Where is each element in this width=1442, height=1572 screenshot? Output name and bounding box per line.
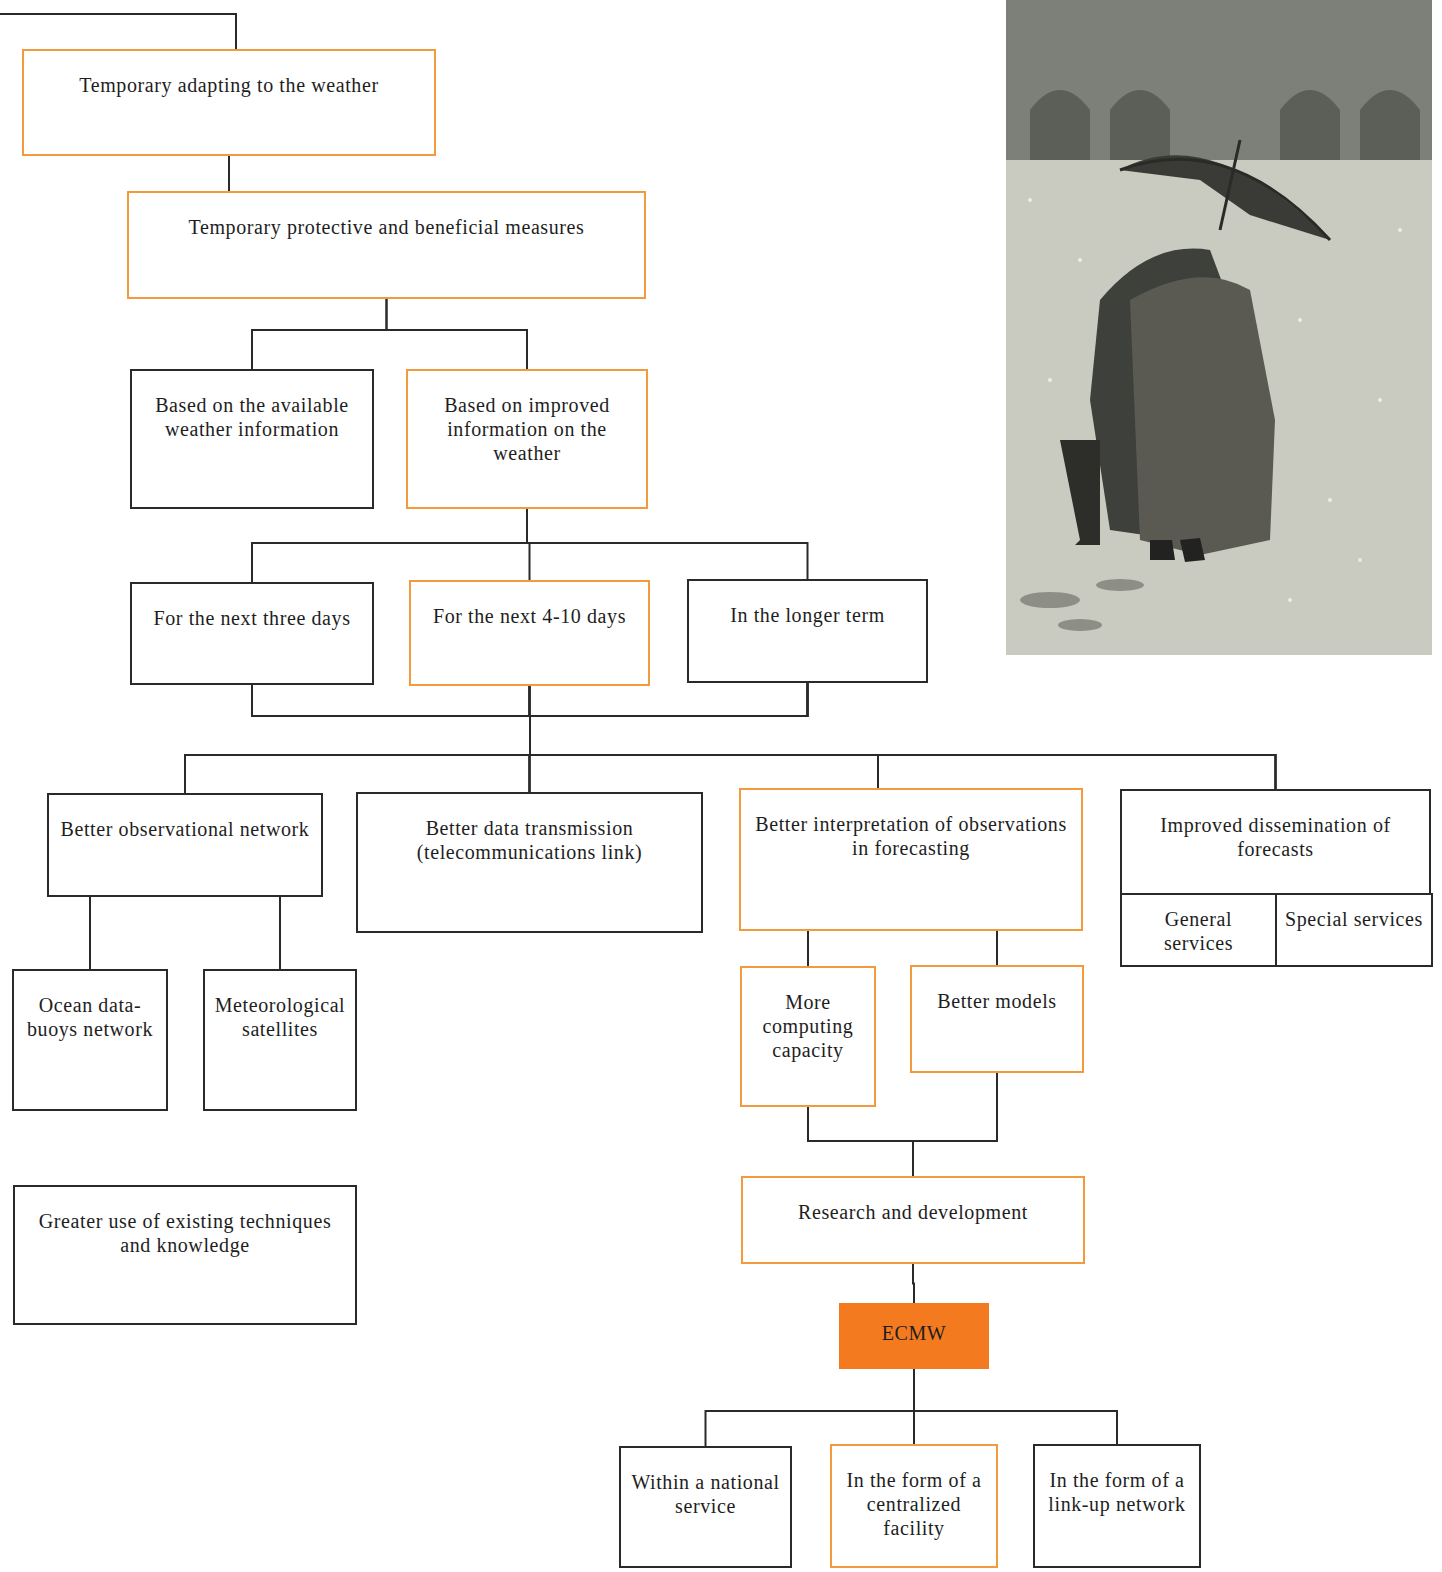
highlight-box: Better models — [910, 965, 1084, 1073]
process-box: Improved dissemination of forecastsGener… — [1120, 789, 1431, 965]
box-text: Better interpretation of observations in… — [749, 812, 1073, 860]
connector-line — [252, 685, 530, 792]
box-text: For the next 4-10 days — [419, 604, 640, 628]
box-text: Meteorological satellites — [213, 993, 347, 1041]
connector-line — [89, 897, 91, 969]
process-box: Ocean data-buoys network — [12, 969, 168, 1111]
connector-line — [807, 931, 809, 966]
box-text: In the form of a link-up network — [1043, 1468, 1191, 1516]
connector-line — [530, 686, 1276, 789]
process-box: Meteorological satellites — [203, 969, 357, 1111]
connector-line — [228, 156, 230, 191]
connector-line — [530, 683, 878, 788]
process-box: Better observational network — [47, 793, 323, 897]
box-text: For the next three days — [140, 606, 364, 630]
box-text: Better models — [920, 989, 1074, 1013]
connector-line — [914, 1369, 1117, 1444]
connector-line — [387, 299, 528, 369]
highlight-box: For the next 4-10 days — [409, 580, 650, 686]
box-text: Greater use of existing techniques and k… — [23, 1209, 347, 1257]
center-box: ECMW — [839, 1303, 989, 1369]
box-text: Research and development — [751, 1200, 1075, 1224]
connector-line — [706, 1369, 915, 1446]
connector-line — [527, 509, 808, 579]
highlight-box: Research and development — [741, 1176, 1085, 1264]
connector-line — [913, 1264, 914, 1303]
connector-line — [913, 1073, 997, 1176]
connector-line — [279, 897, 281, 969]
connector-line — [252, 685, 878, 788]
connector-line — [185, 685, 530, 793]
highlight-box: Temporary adapting to the weather — [22, 49, 436, 156]
box-text: Based on the available weather informati… — [140, 393, 364, 441]
box-text: General services — [1130, 907, 1267, 955]
connector-line — [996, 931, 998, 965]
box-text: More computing capacity — [750, 990, 866, 1062]
sub-box: General services — [1120, 893, 1277, 967]
process-box: Greater use of existing techniques and k… — [13, 1185, 357, 1325]
box-text: Improved dissemination of forecasts — [1130, 813, 1421, 861]
highlight-box: Based on improved information on the wea… — [406, 369, 648, 509]
process-box: In the longer term — [687, 579, 928, 683]
connector-line — [252, 685, 1276, 789]
highlight-box: In the form of a centralized facility — [830, 1444, 998, 1568]
highlight-box: More computing capacity — [740, 966, 876, 1107]
connector-line — [808, 1107, 913, 1176]
lead-in-line — [0, 14, 236, 49]
box-text: Better observational network — [57, 817, 313, 841]
box-text: Based on improved information on the wea… — [416, 393, 638, 465]
process-box: Based on the available weather informati… — [130, 369, 374, 509]
box-text: Better data transmission (telecommunicat… — [366, 816, 693, 864]
connector-line — [185, 683, 808, 793]
process-box: Within a national service — [619, 1446, 792, 1568]
box-text: In the longer term — [697, 603, 918, 627]
box-text: Ocean data-buoys network — [22, 993, 158, 1041]
process-box: In the form of a link-up network — [1033, 1444, 1201, 1568]
connector-line — [252, 299, 387, 369]
highlight-box: Better interpretation of observations in… — [739, 788, 1083, 931]
process-box: Better data transmission (telecommunicat… — [356, 792, 703, 933]
connector-line — [252, 509, 527, 582]
box-text: ECMW — [849, 1321, 979, 1345]
connector-line — [185, 686, 530, 793]
box-text: Within a national service — [629, 1470, 782, 1518]
process-box: For the next three days — [130, 582, 374, 685]
connector-line — [530, 683, 808, 792]
box-text: Special services — [1285, 907, 1423, 931]
connector-line — [530, 683, 1276, 789]
box-text: In the form of a centralized facility — [840, 1468, 988, 1540]
sub-box: Special services — [1275, 893, 1433, 967]
highlight-box: Temporary protective and beneficial meas… — [127, 191, 646, 299]
box-text: Temporary protective and beneficial meas… — [137, 215, 636, 239]
photo-illustration — [1006, 0, 1432, 655]
connector-line — [530, 686, 879, 788]
box-text: Temporary adapting to the weather — [32, 73, 426, 97]
